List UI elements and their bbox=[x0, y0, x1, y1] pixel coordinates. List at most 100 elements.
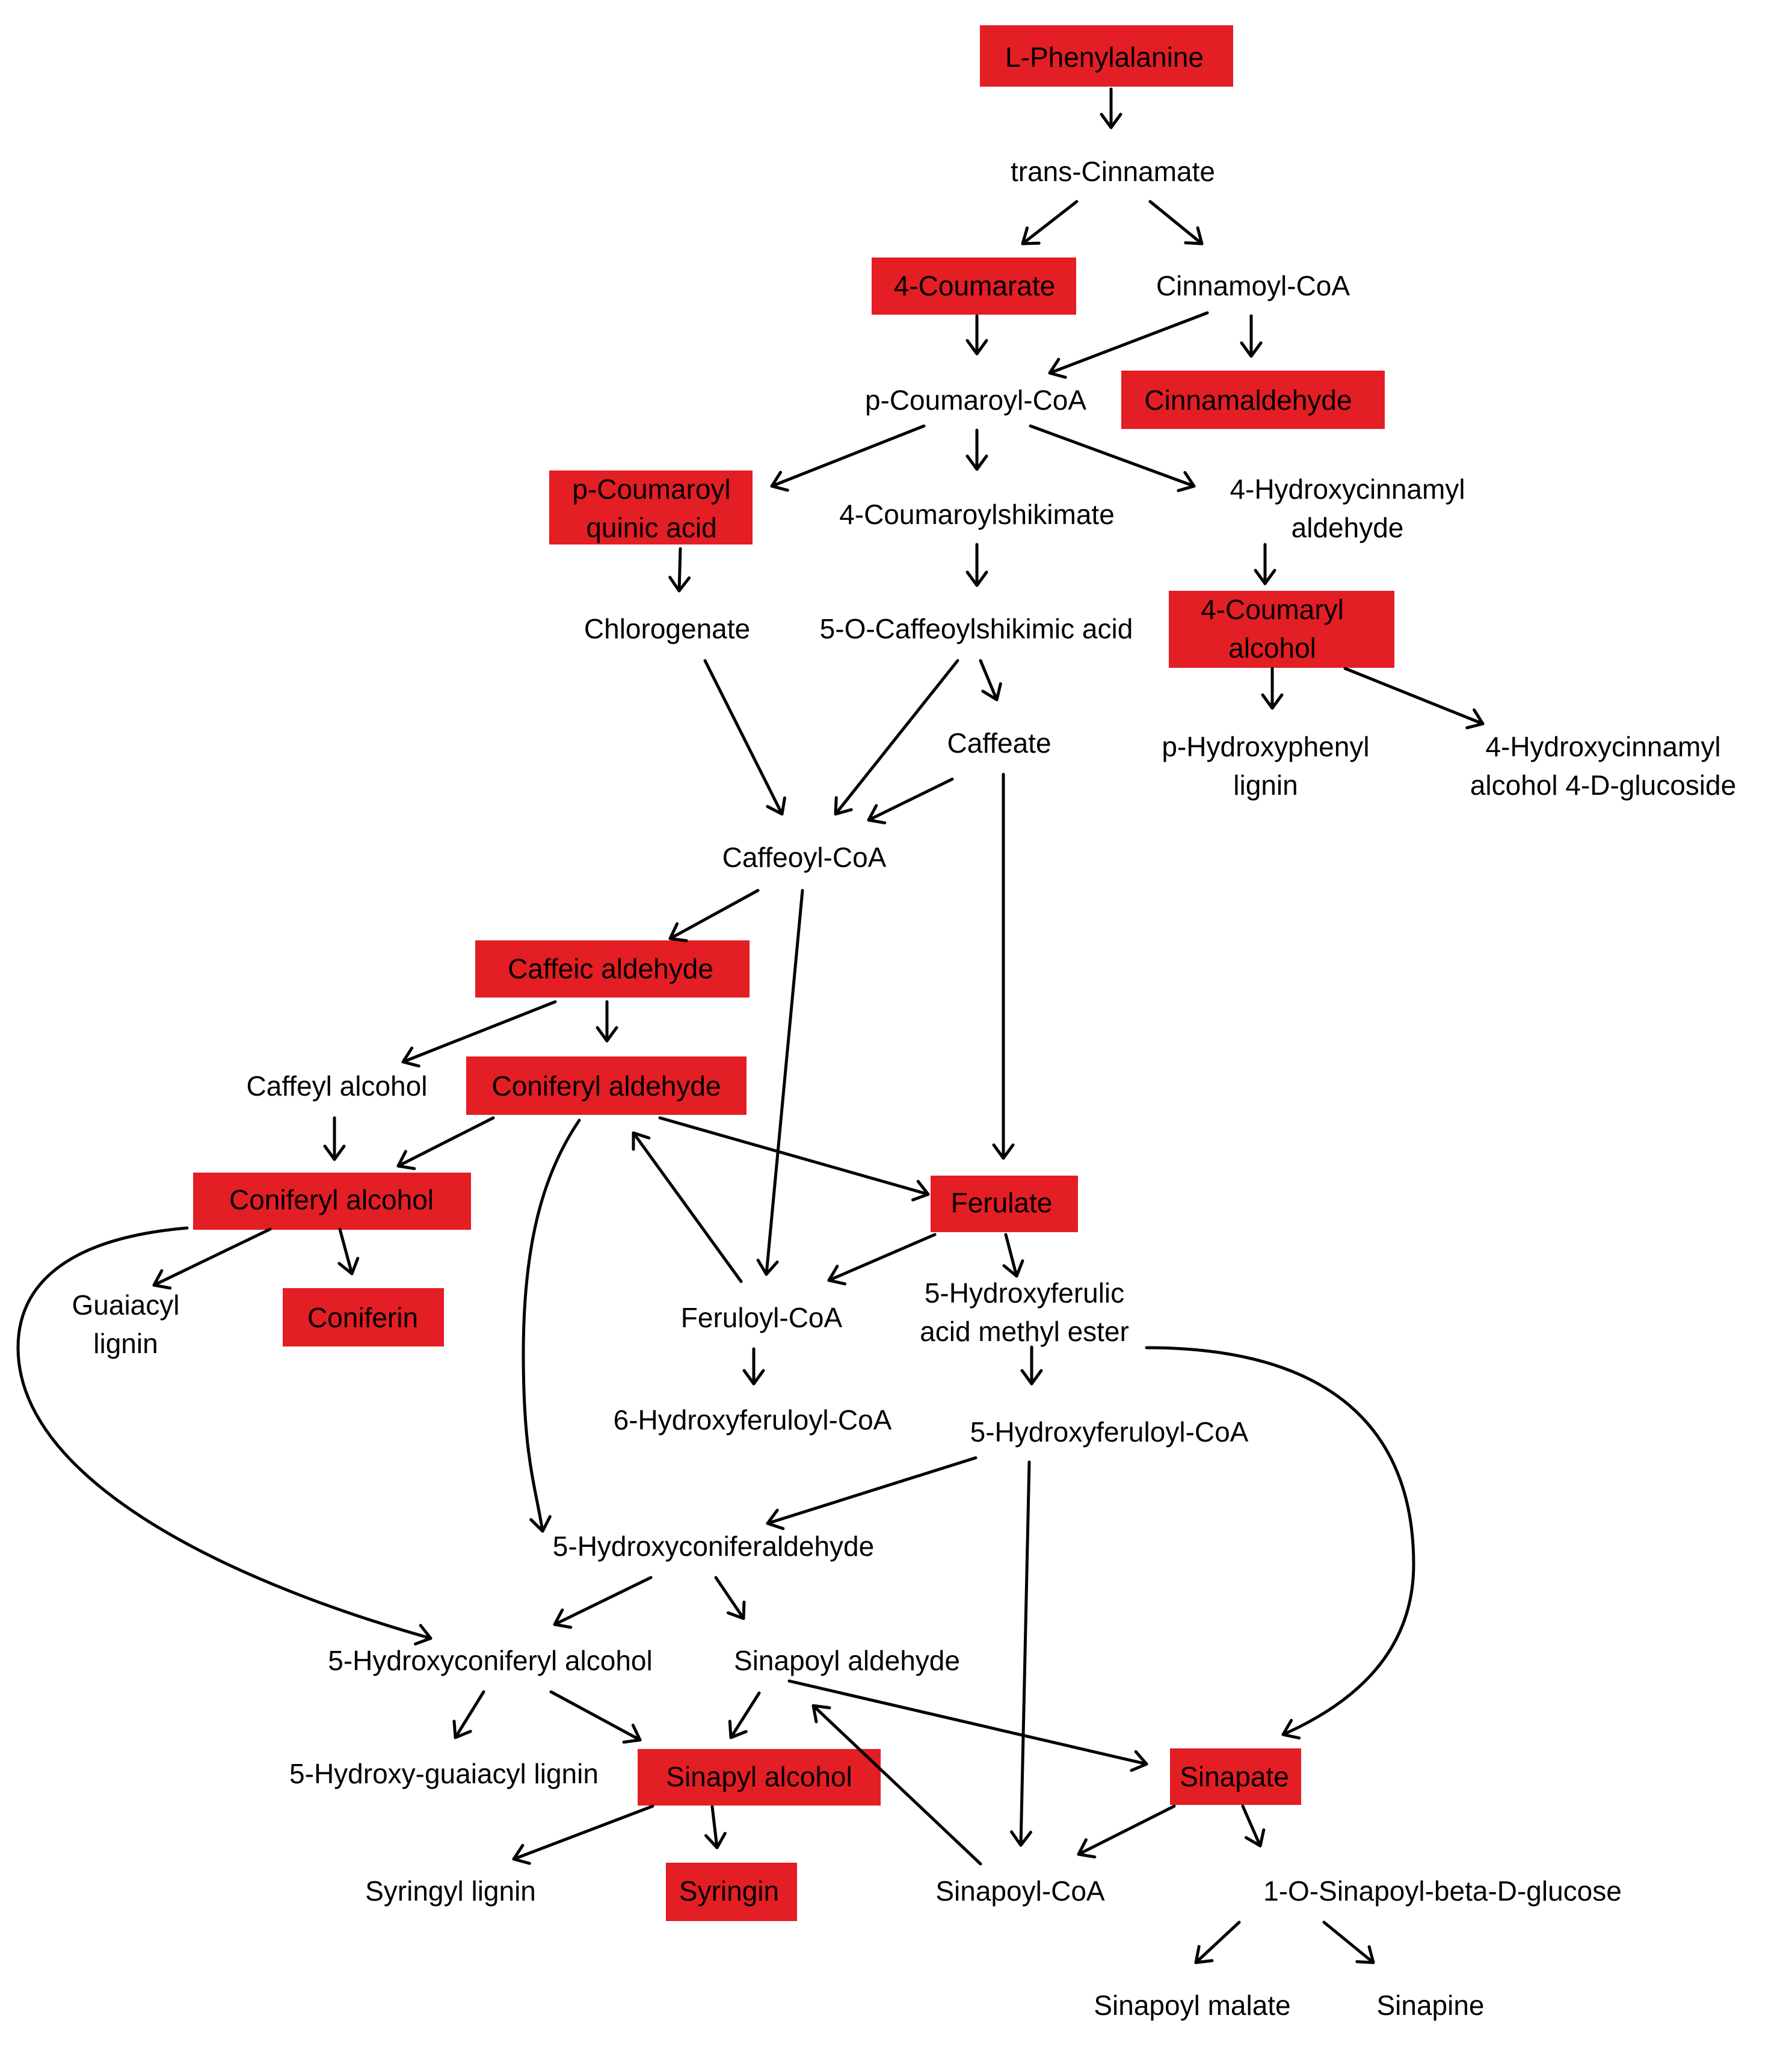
arrow-ferulate-to-5-hydroxyferulic-acid-methyl-ester bbox=[1002, 1233, 1024, 1278]
node-caffeyl-alcohol: Caffeyl alcohol bbox=[247, 1070, 428, 1102]
node-coniferyl-aldehyde: Coniferyl aldehyde bbox=[491, 1070, 721, 1102]
arrow-feruloyl-coa-to-coniferyl-aldehyde bbox=[632, 1131, 743, 1283]
node-5-hydroxyferuloyl-coa-line-1: 5-Hydroxyferuloyl-CoA bbox=[970, 1416, 1249, 1448]
node-sinapine-line-1: Sinapine bbox=[1376, 1990, 1484, 2021]
node-1-o-sinapoyl-beta-d-glucose: 1-O-Sinapoyl-beta-D-glucose bbox=[1263, 1875, 1622, 1907]
node-4-hydroxycinnamyl-alcohol-glucoside: 4-Hydroxycinnamyl alcohol 4-D-glucoside bbox=[1470, 731, 1736, 801]
node-sinapate-line-1: Sinapate bbox=[1180, 1761, 1289, 1792]
node-5-o-caffeoylshikimic-acid: 5-O-Caffeoylshikimic acid bbox=[820, 613, 1133, 644]
node-p-coumaroyl-coa-line-1: p-Coumaroyl-CoA bbox=[865, 384, 1086, 416]
node-syringyl-lignin: Syringyl lignin bbox=[365, 1875, 536, 1907]
node-5-hydroxyferulic-acid-methyl-ester: 5-Hydroxyferulic acid methyl ester bbox=[920, 1277, 1129, 1347]
arrow-4-coumaryl-alcohol-to-4-hydroxycinnamyl-alcohol-glucoside bbox=[1343, 667, 1485, 730]
node-p-coumaroyl-quinic-acid-line-2: quinic acid bbox=[586, 512, 716, 543]
arrow-trans-cinnamate-to-cinnamoyl-coa bbox=[1148, 200, 1204, 245]
node-4-hydroxycinnamyl-alcohol-glucoside-line-1: 4-Hydroxycinnamyl bbox=[1485, 731, 1720, 762]
node-cinnamoyl-coa-line-1: Cinnamoyl-CoA bbox=[1156, 270, 1350, 301]
node-5-hydroxyconiferaldehyde-line-1: 5-Hydroxyconiferaldehyde bbox=[553, 1531, 874, 1562]
highlight-box-sinapate bbox=[1170, 1748, 1301, 1805]
arrow-sinapate-to-1-o-sinapoyl-beta-d-glucose bbox=[1241, 1804, 1266, 1848]
highlight-box-coniferin bbox=[283, 1288, 444, 1346]
node-caffeate: Caffeate bbox=[947, 727, 1051, 759]
node-4-hydroxycinnamyl-aldehyde-line-2: aldehyde bbox=[1292, 512, 1404, 543]
node-sinapoyl-aldehyde: Sinapoyl aldehyde bbox=[734, 1645, 960, 1676]
node-sinapoyl-malate-line-1: Sinapoyl malate bbox=[1094, 1990, 1290, 2021]
node-5-o-caffeoylshikimic-acid-line-1: 5-O-Caffeoylshikimic acid bbox=[820, 613, 1133, 644]
arrow-5-o-caffeoylshikimic-acid-to-caffeate bbox=[979, 659, 1002, 702]
highlight-box-ferulate bbox=[931, 1176, 1078, 1232]
node-6-hydroxyferuloyl-coa: 6-Hydroxyferuloyl-CoA bbox=[614, 1404, 892, 1436]
node-p-coumaroyl-coa: p-Coumaroyl-CoA bbox=[865, 384, 1086, 416]
node-caffeyl-alcohol-line-1: Caffeyl alcohol bbox=[247, 1070, 428, 1102]
highlight-box-p-coumaroyl-quinic-acid bbox=[549, 470, 753, 544]
arrow-caffeic-aldehyde-to-caffeyl-alcohol bbox=[401, 1000, 557, 1068]
node-syringin: Syringin bbox=[679, 1875, 779, 1907]
node-syringin-line-1: Syringin bbox=[679, 1875, 779, 1907]
arrow-trans-cinnamate-to-4-coumarate bbox=[1021, 200, 1079, 245]
node-cinnamoyl-coa: Cinnamoyl-CoA bbox=[1156, 270, 1350, 301]
highlight-box-4-coumaryl-alcohol bbox=[1169, 591, 1394, 668]
node-4-coumaroylshikimate-line-1: 4-Coumaroylshikimate bbox=[839, 499, 1115, 530]
arrow-coniferyl-alcohol-to-guaiacyl-lignin bbox=[152, 1227, 272, 1290]
node-guaiacyl-lignin-line-2: lignin bbox=[93, 1328, 158, 1359]
node-sinapate: Sinapate bbox=[1180, 1761, 1289, 1792]
node-5-hydroxyferulic-acid-methyl-ester-line-1: 5-Hydroxyferulic bbox=[925, 1277, 1124, 1309]
node-sinapoyl-aldehyde-line-1: Sinapoyl aldehyde bbox=[734, 1645, 960, 1676]
pathway-arrows bbox=[16, 87, 1485, 1964]
highlight-box-4-coumarate bbox=[872, 258, 1076, 315]
node-4-coumarate-line-1: 4-Coumarate bbox=[894, 270, 1055, 301]
node-5-hydroxy-guaiacyl-lignin-line-1: 5-Hydroxy-guaiacyl lignin bbox=[289, 1758, 599, 1789]
arrow-5-hydroxyferulic-acid-methyl-ester-to-sinapate bbox=[1145, 1346, 1415, 1740]
node-5-hydroxyferulic-acid-methyl-ester-line-2: acid methyl ester bbox=[920, 1316, 1129, 1347]
arrow-sinapyl-alcohol-to-syringin bbox=[704, 1805, 727, 1849]
node-4-coumarate: 4-Coumarate bbox=[894, 270, 1055, 301]
arrow-sinapoyl-aldehyde-to-sinapate bbox=[787, 1679, 1148, 1772]
arrow-chlorogenate-to-caffeoyl-coa bbox=[703, 659, 786, 816]
node-caffeoyl-coa-line-1: Caffeoyl-CoA bbox=[722, 842, 887, 873]
node-caffeate-line-1: Caffeate bbox=[947, 727, 1051, 759]
arrow-5-hydroxyconiferaldehyde-to-5-hydroxyconiferyl-alcohol bbox=[553, 1576, 653, 1629]
node-sinapoyl-coa: Sinapoyl-CoA bbox=[935, 1875, 1105, 1907]
highlight-box-cinnamaldehyde bbox=[1121, 371, 1385, 429]
node-p-coumaroyl-quinic-acid: p-Coumaroyl quinic acid bbox=[572, 473, 730, 543]
node-chlorogenate: Chlorogenate bbox=[584, 613, 750, 644]
node-trans-cinnamate: trans-Cinnamate bbox=[1011, 156, 1215, 187]
arrow-caffeoyl-coa-to-caffeic-aldehyde bbox=[668, 889, 760, 942]
node-4-hydroxycinnamyl-alcohol-glucoside-line-2: alcohol 4-D-glucoside bbox=[1470, 770, 1736, 801]
node-sinapyl-alcohol-line-1: Sinapyl alcohol bbox=[666, 1761, 852, 1792]
arrow-5-hydroxyferuloyl-coa-to-sinapoyl-coa bbox=[1009, 1460, 1032, 1847]
node-p-hydroxyphenyl-lignin-line-1: p-Hydroxyphenyl bbox=[1162, 731, 1369, 762]
node-caffeic-aldehyde-line-1: Caffeic aldehyde bbox=[508, 953, 713, 984]
node-ferulate-line-1: Ferulate bbox=[951, 1187, 1053, 1218]
node-coniferyl-alcohol: Coniferyl alcohol bbox=[229, 1184, 434, 1215]
arrow-cinnamoyl-coa-to-p-coumaroyl-coa bbox=[1048, 311, 1209, 379]
node-5-hydroxyferuloyl-coa: 5-Hydroxyferuloyl-CoA bbox=[970, 1416, 1249, 1448]
arrow-coniferyl-alcohol-to-coniferin bbox=[337, 1227, 360, 1275]
arrow-coniferyl-aldehyde-to-5-hydroxyconiferaldehyde bbox=[522, 1118, 581, 1533]
node-feruloyl-coa-line-1: Feruloyl-CoA bbox=[681, 1302, 843, 1333]
arrow-5-o-caffeoylshikimic-acid-to-caffeoyl-coa bbox=[834, 659, 959, 816]
node-chlorogenate-line-1: Chlorogenate bbox=[584, 613, 750, 644]
node-5-hydroxyconiferyl-alcohol: 5-Hydroxyconiferyl alcohol bbox=[328, 1645, 652, 1676]
highlight-box-caffeic-aldehyde bbox=[475, 940, 750, 998]
arrow-p-coumaroyl-coa-to-4-hydroxycinnamyl-aldehyde bbox=[1029, 424, 1196, 492]
node-cinnamaldehyde-line-1: Cinnamaldehyde bbox=[1144, 384, 1352, 416]
highlight-box-l-phenylalanine bbox=[980, 25, 1233, 87]
node-coniferin: Coniferin bbox=[307, 1302, 418, 1333]
node-coniferyl-alcohol-line-1: Coniferyl alcohol bbox=[229, 1184, 434, 1215]
node-caffeic-aldehyde: Caffeic aldehyde bbox=[508, 953, 713, 984]
arrow-5-hydroxyconiferyl-alcohol-to-5-hydroxy-guaiacyl-lignin bbox=[452, 1690, 485, 1739]
node-l-phenylalanine-line-1: L-Phenylalanine bbox=[1005, 42, 1204, 73]
node-5-hydroxyconiferaldehyde: 5-Hydroxyconiferaldehyde bbox=[553, 1531, 874, 1562]
node-syringyl-lignin-line-1: Syringyl lignin bbox=[365, 1875, 536, 1907]
node-4-coumaryl-alcohol-line-2: alcohol bbox=[1228, 632, 1316, 664]
node-5-hydroxy-guaiacyl-lignin: 5-Hydroxy-guaiacyl lignin bbox=[289, 1758, 599, 1789]
highlight-box-coniferyl-alcohol bbox=[193, 1173, 471, 1230]
node-p-coumaroyl-quinic-acid-line-1: p-Coumaroyl bbox=[572, 473, 730, 505]
